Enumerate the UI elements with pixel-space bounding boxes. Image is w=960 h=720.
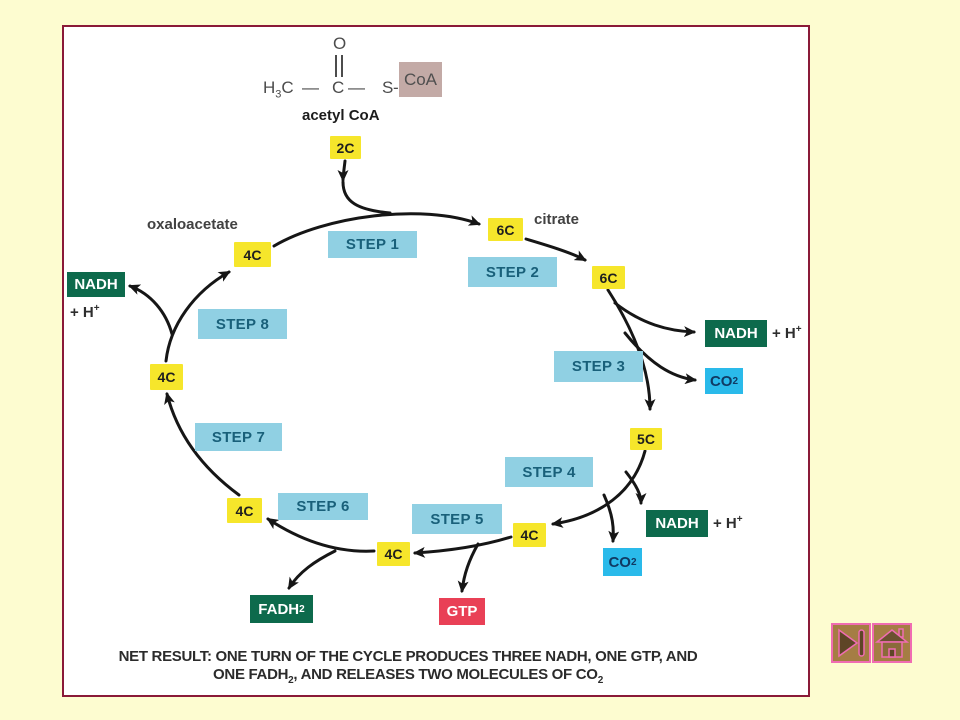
bond-2: —: [348, 78, 365, 97]
carbonyl-carbon: C: [332, 78, 345, 97]
carbon-chip-6c: 6C: [592, 266, 625, 289]
carbon-chip-6c-citrate: 6C: [488, 218, 523, 241]
nadh-box-left: NADH: [67, 272, 125, 297]
oxygen-atom: O: [333, 34, 347, 53]
diagram-panel: [62, 25, 810, 697]
slide-nav-buttons: [831, 623, 913, 663]
coa-highlight: CoA: [399, 62, 442, 97]
net-result-text: NET RESULT: ONE TURN OF THE CYCLE PRODUC…: [57, 648, 759, 690]
next-icon: [838, 628, 865, 658]
carbon-chip-4c-oxaloacetate: 4C: [234, 242, 271, 267]
step-5-box: STEP 5: [412, 504, 502, 534]
net-result-line2: ONE FADH2, AND RELEASES TWO MOLECULES OF…: [213, 666, 603, 686]
citrate-label: citrate: [534, 211, 580, 228]
step-1-box: STEP 1: [328, 231, 417, 258]
step-2-box: STEP 2: [468, 257, 557, 287]
h-plus-top-right: + H+: [772, 324, 802, 342]
bond-1: —: [302, 78, 319, 97]
nadh-box-bottom-right: NADH: [646, 510, 708, 537]
carbon-chip-2c: 2C: [330, 136, 361, 159]
carbon-chip-4c-right: 4C: [513, 523, 546, 547]
bond-3: -: [393, 78, 399, 97]
step-4-box: STEP 4: [505, 457, 593, 487]
oxaloacetate-label: oxaloacetate: [147, 216, 238, 233]
carbon-chip-4c-mid: 4C: [227, 498, 262, 523]
coa-label: CoA: [403, 69, 438, 89]
step-7-box: STEP 7: [195, 423, 282, 451]
sulfur-atom: S: [382, 78, 394, 97]
carbon-chip-4c-left: 4C: [150, 364, 183, 390]
h-plus-bottom-right: + H+: [713, 514, 743, 532]
home-button[interactable]: [872, 623, 912, 663]
next-button[interactable]: [831, 623, 871, 663]
net-result-line1: NET RESULT: ONE TURN OF THE CYCLE PRODUC…: [118, 648, 698, 665]
carbon-chip-4c-bottom: 4C: [377, 542, 410, 566]
step-6-box: STEP 6: [278, 493, 368, 520]
carbon-chip-5c: 5C: [630, 428, 662, 450]
methyl-group: H3C: [263, 78, 294, 101]
h-plus-left: + H+: [70, 303, 100, 321]
step-8-box: STEP 8: [198, 309, 287, 339]
acetyl-coa-caption: acetyl CoA: [302, 107, 380, 124]
step-3-box: STEP 3: [554, 351, 643, 382]
gtp-box: GTP: [439, 598, 485, 625]
nadh-box-top-right: NADH: [705, 320, 767, 347]
home-icon: [874, 628, 910, 658]
